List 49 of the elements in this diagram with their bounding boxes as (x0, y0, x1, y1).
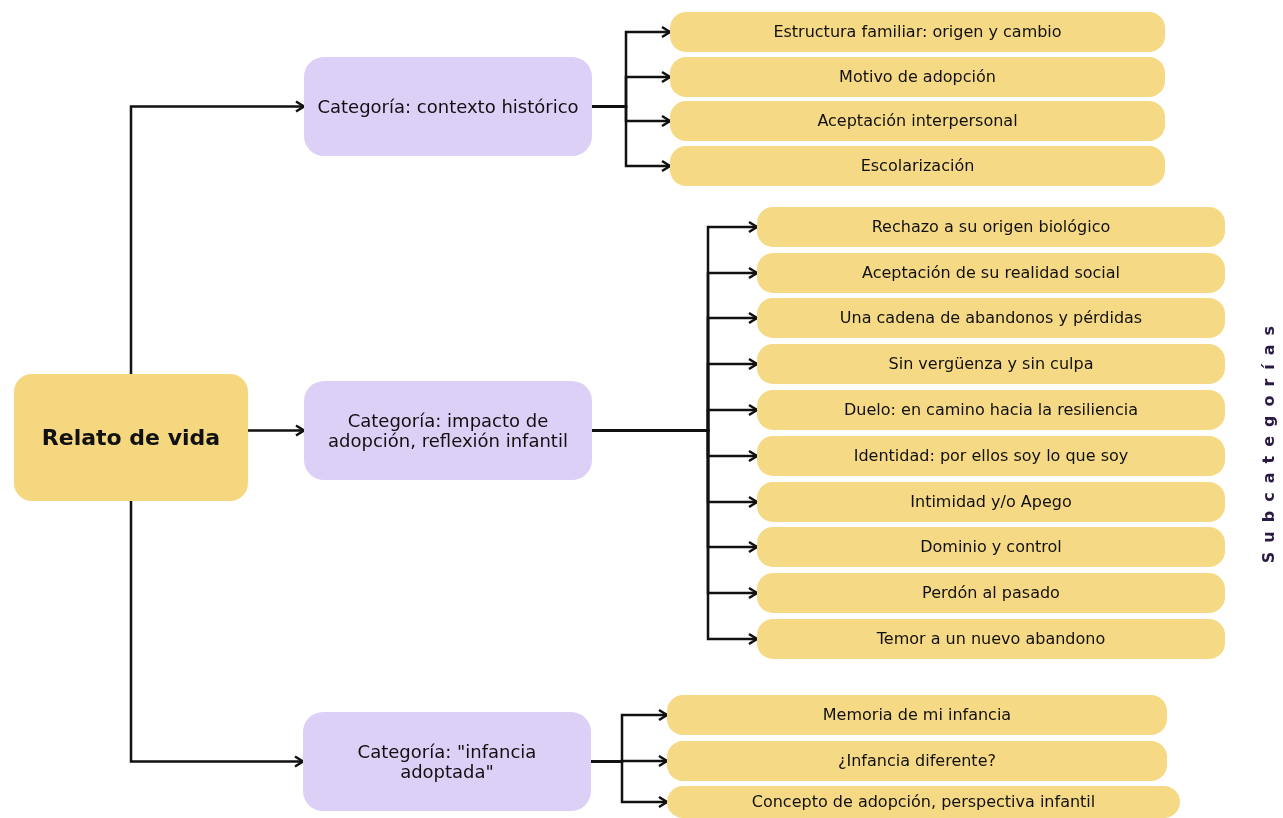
subcategory-box (757, 298, 1225, 338)
topic-box (14, 374, 248, 501)
subcategory-box (667, 786, 1180, 818)
node-label: Sin vergüenza y sin culpa (888, 355, 1094, 373)
arrow (248, 424, 306, 437)
subcategory-box (667, 695, 1167, 735)
node-label: ¿Infancia diferente? (838, 752, 996, 770)
category-box (303, 712, 591, 811)
category-box (304, 57, 592, 156)
node-label: Aceptación interpersonal (817, 112, 1018, 130)
subcategory-box (757, 207, 1225, 247)
node-label: Categoría: contexto histórico (317, 96, 579, 117)
arrow (592, 429, 759, 646)
node-label: Una cadena de abandonos y pérdidas (839, 309, 1143, 327)
arrow (591, 760, 669, 809)
node-label: Motivo de adopción (839, 68, 996, 86)
subcategory-box (757, 573, 1225, 613)
node-label: Aceptación de su realidad social (862, 264, 1120, 282)
node-label: Concepto de adopción, perspectiva infantil (751, 793, 1096, 811)
arrow (592, 105, 672, 173)
node-label: Relato de vida (41, 424, 221, 452)
node-label: Rechazo a su origen biológico (871, 218, 1111, 236)
node-label: Escolarización (860, 157, 975, 175)
subcategory-box (670, 146, 1165, 186)
subcategory-box (670, 101, 1165, 141)
node-label: Temor a un nuevo abandono (876, 630, 1106, 648)
node-label: Perdón al pasado (922, 584, 1060, 602)
arrow (129, 501, 305, 768)
subcategory-box (757, 344, 1225, 384)
node-label: Categoría: "infancia adoptada" (356, 741, 538, 782)
node-label: Categoría: impacto de adopción, reflexión infantil (327, 410, 569, 451)
subcategory-box (670, 57, 1165, 97)
node-label: Memoria de mi infancia (822, 706, 1012, 724)
subcategory-box (670, 12, 1165, 52)
subcategory-box (757, 527, 1225, 567)
subcategory-box (757, 436, 1225, 476)
subcategory-box (757, 482, 1225, 522)
side-heading: Subcategorías (1258, 316, 1278, 564)
node-label: Identidad: por ellos soy lo que soy (853, 447, 1129, 465)
node-label: Dominio y control (920, 538, 1062, 556)
arrow (129, 100, 306, 374)
subcategory-box (757, 390, 1225, 430)
subcategory-box (667, 741, 1167, 781)
node-label: Duelo: en camino hacia la resiliencia (844, 401, 1138, 419)
subcategory-box (757, 619, 1225, 659)
subcategory-box (757, 253, 1225, 293)
node-label: Intimidad y/o Apego (910, 493, 1072, 511)
node-label: Estructura familiar: origen y cambio (773, 23, 1062, 41)
category-box (304, 381, 592, 480)
